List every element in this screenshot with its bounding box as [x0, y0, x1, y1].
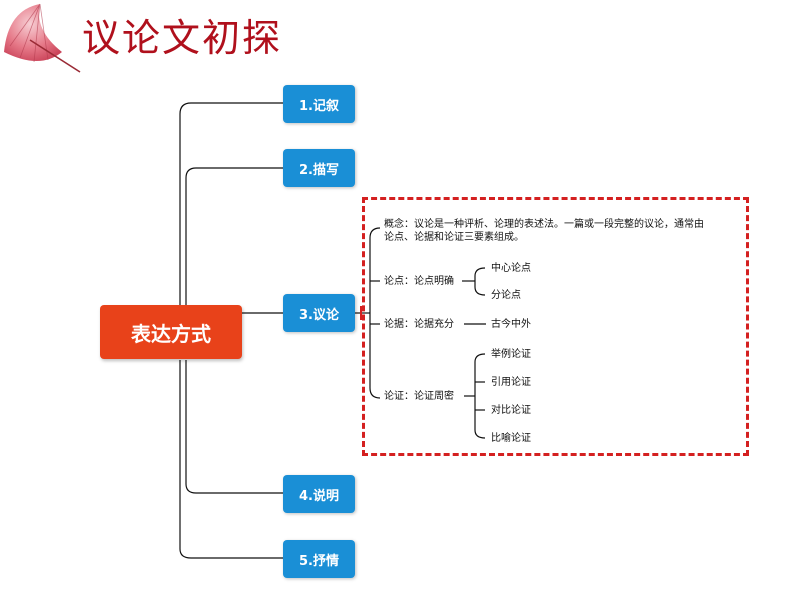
- central-point: 中心论点: [491, 263, 531, 274]
- proof-quotation: 引用论证: [491, 377, 531, 388]
- branch-narration: 1.记叙: [283, 85, 355, 123]
- branch-exposition: 4.说明: [283, 475, 355, 513]
- page-title: 议论文初探: [82, 16, 283, 60]
- branch-lyric: 5.抒情: [283, 540, 355, 578]
- point-label: 论点：论点明确: [384, 276, 454, 287]
- umbrella-decoration-icon: [4, 3, 81, 73]
- proof-label: 论证：论证周密: [384, 391, 454, 402]
- proof-example: 举例论证: [491, 349, 531, 360]
- argument-detail-box: [362, 197, 749, 456]
- proof-metaphor: 比喻论证: [491, 433, 531, 444]
- branch-argument: 3.议论: [283, 294, 355, 332]
- evidence-child: 古今中外: [491, 319, 531, 330]
- concept-text: 概念：议论是一种评析、论理的表述法。一篇或一段完整的议论，通常由论点、论据和论证…: [384, 219, 704, 243]
- proof-contrast: 对比论证: [491, 405, 531, 416]
- root-node: 表达方式: [100, 305, 242, 359]
- sub-point: 分论点: [491, 290, 521, 301]
- evidence-label: 论据：论据充分: [384, 319, 454, 330]
- branch-description: 2.描写: [283, 149, 355, 187]
